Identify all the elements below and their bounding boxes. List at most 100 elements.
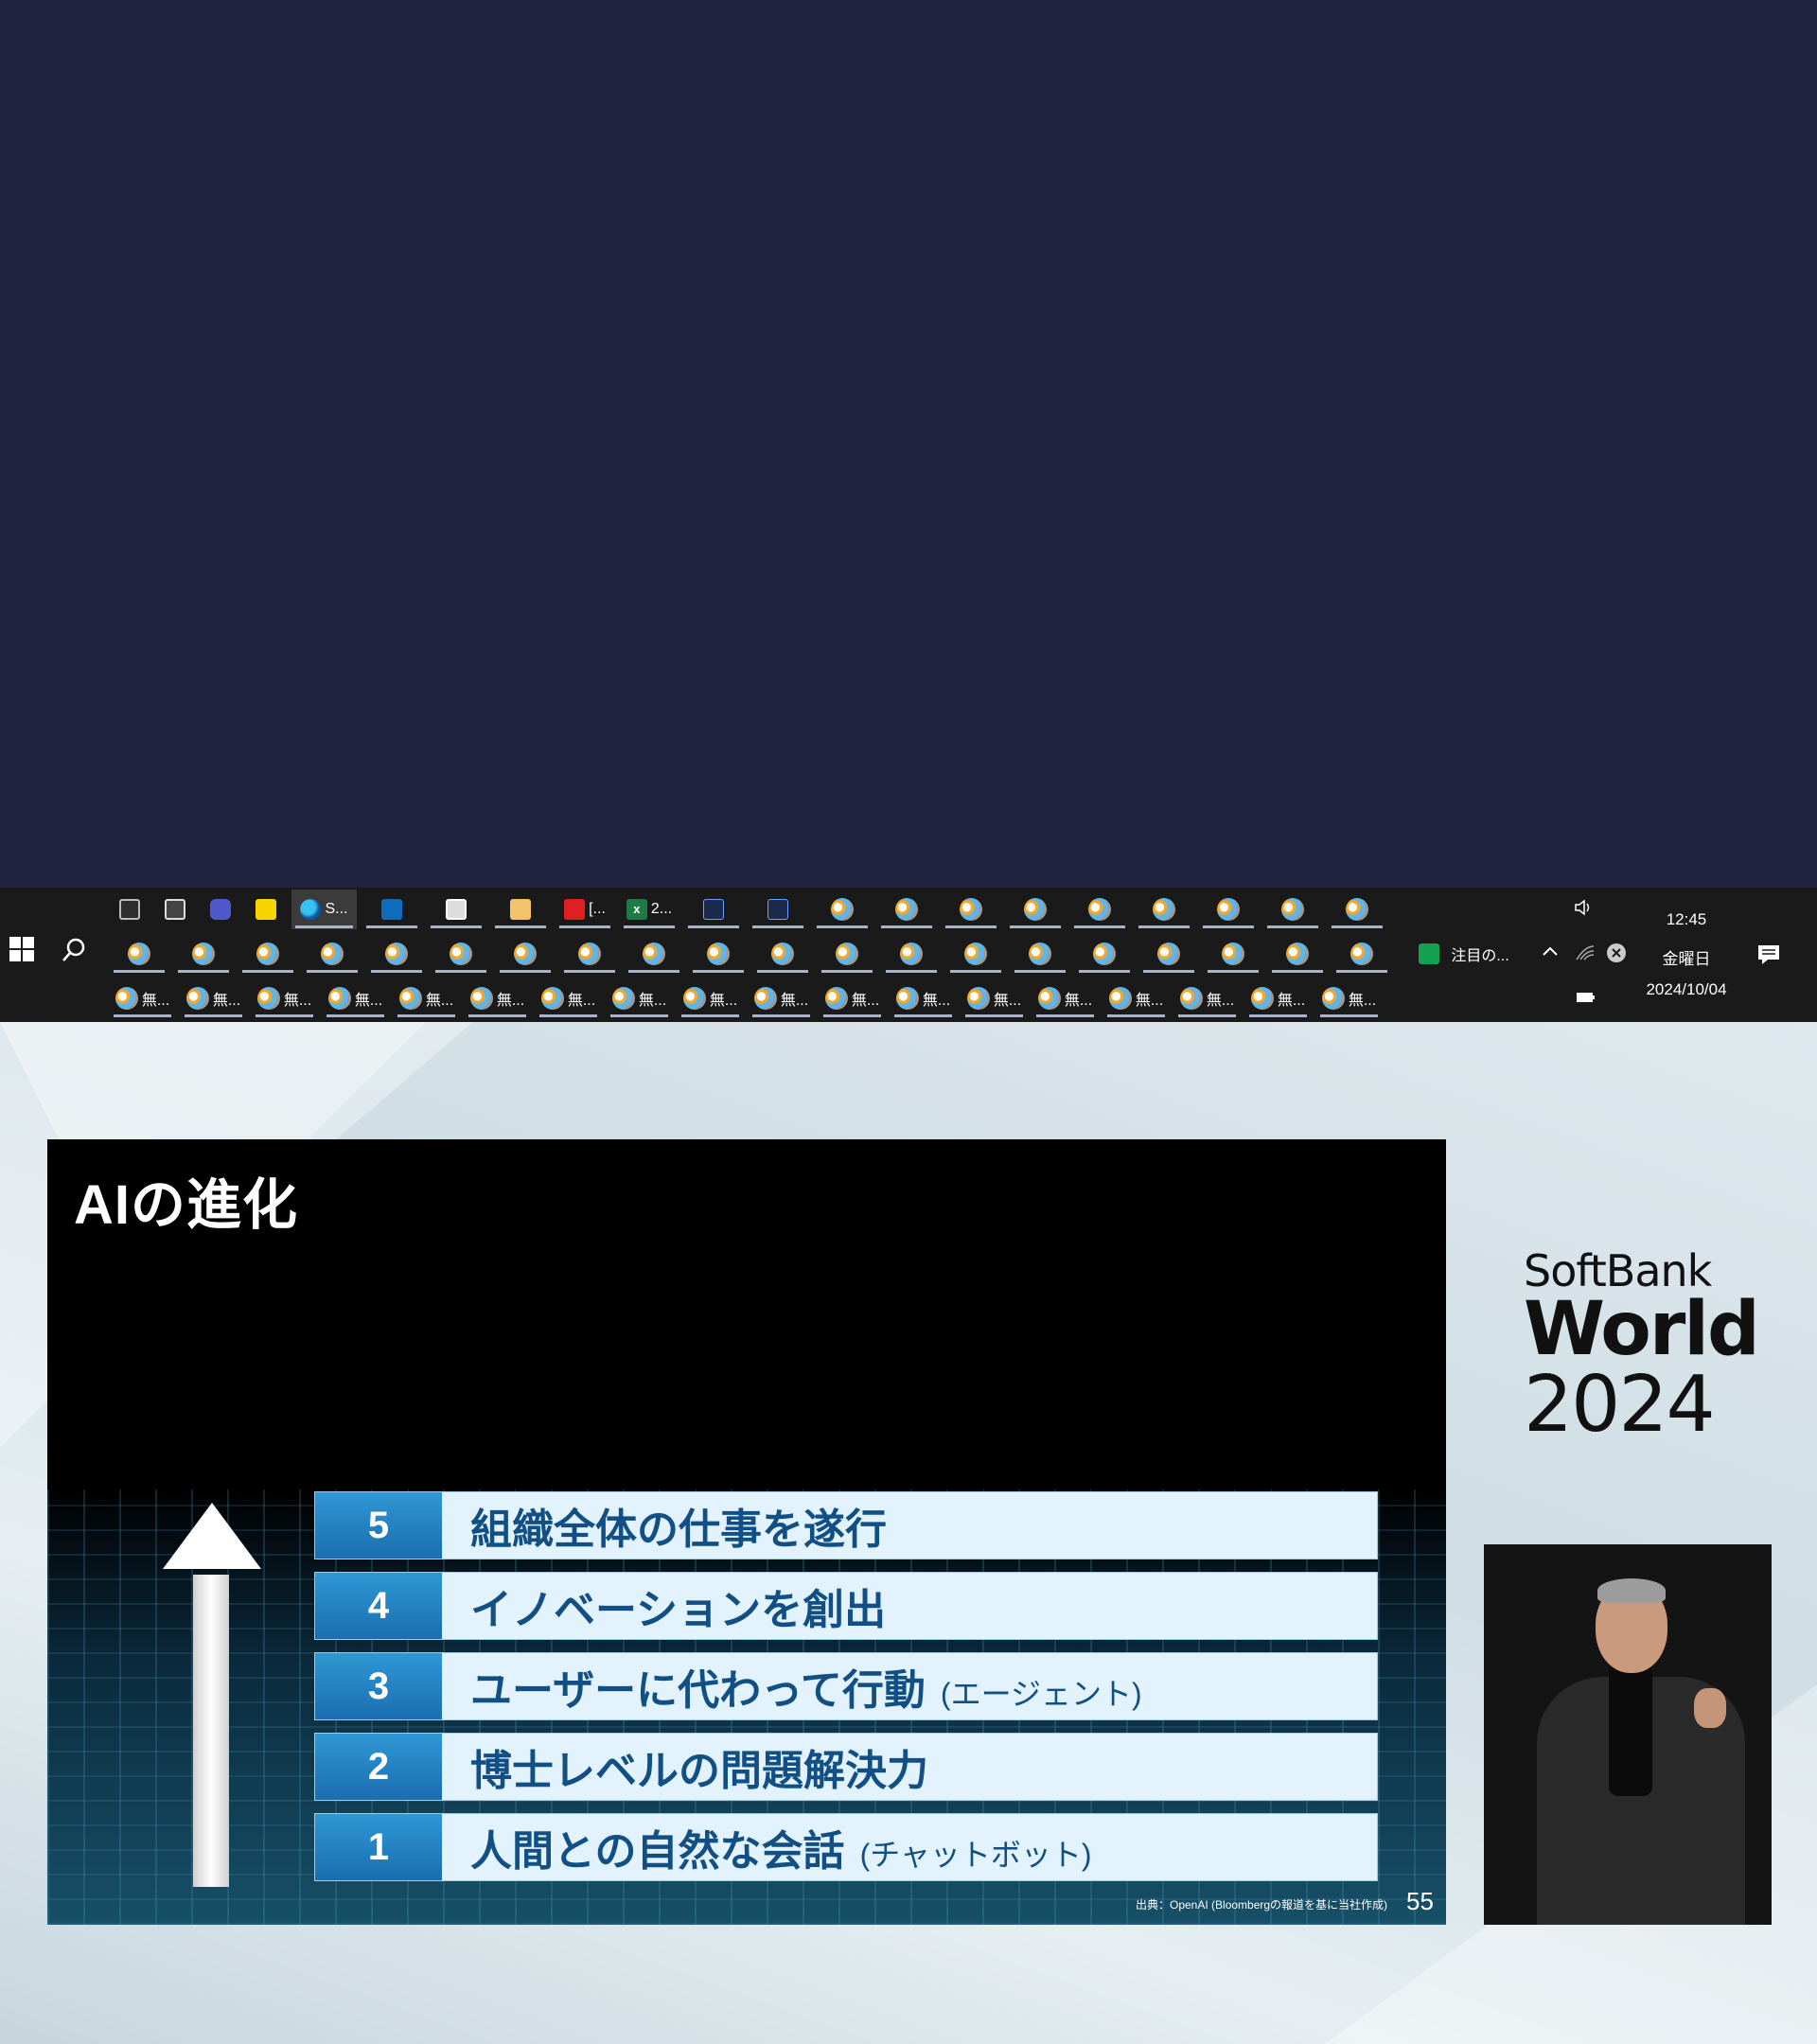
paint-icon — [510, 939, 540, 969]
taskbar-app-paint[interactable] — [1328, 890, 1386, 929]
taskbar-app-label: 無... — [1277, 993, 1306, 1009]
taskbar-app-paint-untitled[interactable]: 無... — [1316, 978, 1382, 1018]
focus-app-icon — [1419, 943, 1440, 964]
taskbar-app-label: 無... — [496, 993, 525, 1009]
taskbar-app-paint-untitled[interactable]: 無... — [1103, 978, 1169, 1018]
taskbar-app-paint-untitled[interactable]: 無... — [607, 978, 672, 1018]
taskbar-app-paint-untitled[interactable]: 無... — [678, 978, 743, 1018]
taskbar-app-paint-untitled[interactable]: 無... — [1032, 978, 1098, 1018]
speaker-shirt — [1609, 1664, 1652, 1796]
taskbar-app-wave-2[interactable] — [749, 890, 807, 929]
taskbar-app-edge[interactable]: S... — [291, 890, 357, 929]
paint-icon — [317, 939, 347, 969]
paint-icon — [963, 983, 994, 1013]
taskbar-app-paint-untitled[interactable]: 無... — [181, 978, 246, 1018]
taskbar-app-paint[interactable] — [813, 890, 872, 929]
taskbar-app-paint-untitled[interactable]: 無... — [961, 978, 1027, 1018]
taskbar-app-paint[interactable] — [1135, 890, 1193, 929]
taskbar-app-paint[interactable] — [1332, 934, 1391, 974]
taskbar-app-mail[interactable] — [491, 890, 550, 929]
taskbar-app-calendar[interactable] — [427, 890, 485, 929]
taskbar-app-paint[interactable] — [877, 890, 936, 929]
wifi-icon[interactable] — [1575, 943, 1596, 963]
taskbar-app-pdf[interactable]: [... — [556, 890, 614, 929]
show-hidden-icons-button[interactable] — [1541, 943, 1560, 961]
taskbar-app-paint[interactable] — [1263, 890, 1322, 929]
windows-logo-icon — [9, 937, 34, 961]
slide-title: AIの進化 — [74, 1174, 299, 1236]
taskbar-app-paint[interactable] — [1006, 890, 1065, 929]
taskbar-app-paint[interactable] — [303, 934, 362, 974]
search-button[interactable] — [61, 937, 91, 967]
taskbar-app-paint-untitled[interactable]: 無... — [394, 978, 459, 1018]
taskbar-app-paint[interactable] — [1268, 934, 1327, 974]
taskbar-app-paint[interactable] — [367, 934, 426, 974]
battery-icon[interactable] — [1575, 986, 1596, 1007]
taskbar-app-paint-untitled[interactable]: 無... — [536, 978, 601, 1018]
taskbar-app-paint[interactable] — [753, 934, 812, 974]
taskbar-app-label: 無... — [567, 993, 596, 1009]
taskbar-app-paint[interactable] — [110, 934, 168, 974]
taskbar-app-paint[interactable] — [560, 934, 619, 974]
taskbar-app-cmd[interactable] — [110, 890, 150, 929]
paint-icon — [1020, 894, 1050, 925]
taskbar-app-paint[interactable] — [1199, 890, 1258, 929]
taskbar-app-paint[interactable] — [496, 934, 555, 974]
paint-icon — [703, 939, 733, 969]
taskbar-app-label: 無... — [709, 993, 738, 1009]
taskbar-app-paint-untitled[interactable]: 無... — [110, 978, 175, 1018]
taskbar-app-paint[interactable] — [1070, 890, 1129, 929]
taskbar-app-outlook[interactable] — [362, 890, 421, 929]
taskbar-app-paint[interactable] — [818, 934, 876, 974]
taskbar-app-paint-untitled[interactable]: 無... — [465, 978, 530, 1018]
paint-icon — [891, 894, 922, 925]
speaker-hand — [1694, 1688, 1726, 1728]
presentation-stream: AIの進化 5 組織全体の仕事を遂行 4 イノベーションを創出 3 ユーザーに代… — [0, 1022, 1817, 2044]
cmd-icon — [119, 899, 140, 920]
taskbar-app-paint[interactable] — [1011, 934, 1069, 974]
calendar-icon — [446, 899, 467, 920]
taskbar-app-paint[interactable] — [1075, 934, 1134, 974]
taskbar-app-paint[interactable] — [174, 934, 233, 974]
taskbar-focus-app[interactable]: 注目の... — [1402, 934, 1526, 974]
taskbar-app-paint[interactable] — [238, 934, 297, 974]
taskbar-clock[interactable]: 12:45 金曜日 2024/10/04 — [1609, 888, 1764, 1022]
volume-icon[interactable] — [1573, 897, 1594, 918]
taskbar-app-paint[interactable] — [1139, 934, 1198, 974]
taskbar-app-paint-untitled[interactable]: 無... — [323, 978, 388, 1018]
taskbar-app-paint-untitled[interactable]: 無... — [1174, 978, 1240, 1018]
taskbar-app-paint-untitled[interactable]: 無... — [1245, 978, 1311, 1018]
network-error-icon[interactable] — [1606, 943, 1627, 963]
paint-icon — [467, 983, 497, 1013]
taskbar-app-teams[interactable] — [201, 890, 240, 929]
taskbar-app-paint[interactable] — [625, 934, 683, 974]
taskbar-app-paint-untitled[interactable]: 無... — [749, 978, 814, 1018]
action-center-button[interactable] — [1756, 943, 1781, 967]
paint-icon — [892, 983, 923, 1013]
taskbar-app-wave-1[interactable] — [684, 890, 743, 929]
taskbar-app-paint[interactable] — [1204, 934, 1262, 974]
level-row-5: 5 組織全体の仕事を遂行 — [314, 1491, 1378, 1559]
taskbar-app-label: 無... — [141, 993, 170, 1009]
logo-line-1: SoftBank — [1524, 1245, 1712, 1296]
taskbar-app-paint[interactable] — [946, 934, 1005, 974]
paint-icon — [679, 983, 710, 1013]
level-sub-text: (チャットボット) — [859, 1838, 1092, 1872]
taskbar-app-sticky-notes[interactable] — [246, 890, 286, 929]
taskbar-app-paint[interactable] — [942, 890, 1000, 929]
taskbar-app-paint-untitled[interactable]: 無... — [252, 978, 317, 1018]
taskbar-app-paint-untitled[interactable]: 無... — [891, 978, 956, 1018]
taskbar-app-paint[interactable] — [432, 934, 490, 974]
level-sub-text: (エージェント) — [940, 1677, 1142, 1711]
outlook-icon — [381, 899, 402, 920]
terminal-icon — [165, 899, 185, 920]
wave-app-icon — [703, 899, 724, 920]
taskbar-app-paint[interactable] — [689, 934, 748, 974]
paint-icon — [188, 939, 219, 969]
taskbar-app-paint-untitled[interactable]: 無... — [820, 978, 885, 1018]
paint-icon — [1213, 894, 1244, 925]
taskbar-app-terminal[interactable] — [155, 890, 195, 929]
start-button[interactable] — [9, 937, 40, 967]
taskbar-app-paint[interactable] — [882, 934, 941, 974]
